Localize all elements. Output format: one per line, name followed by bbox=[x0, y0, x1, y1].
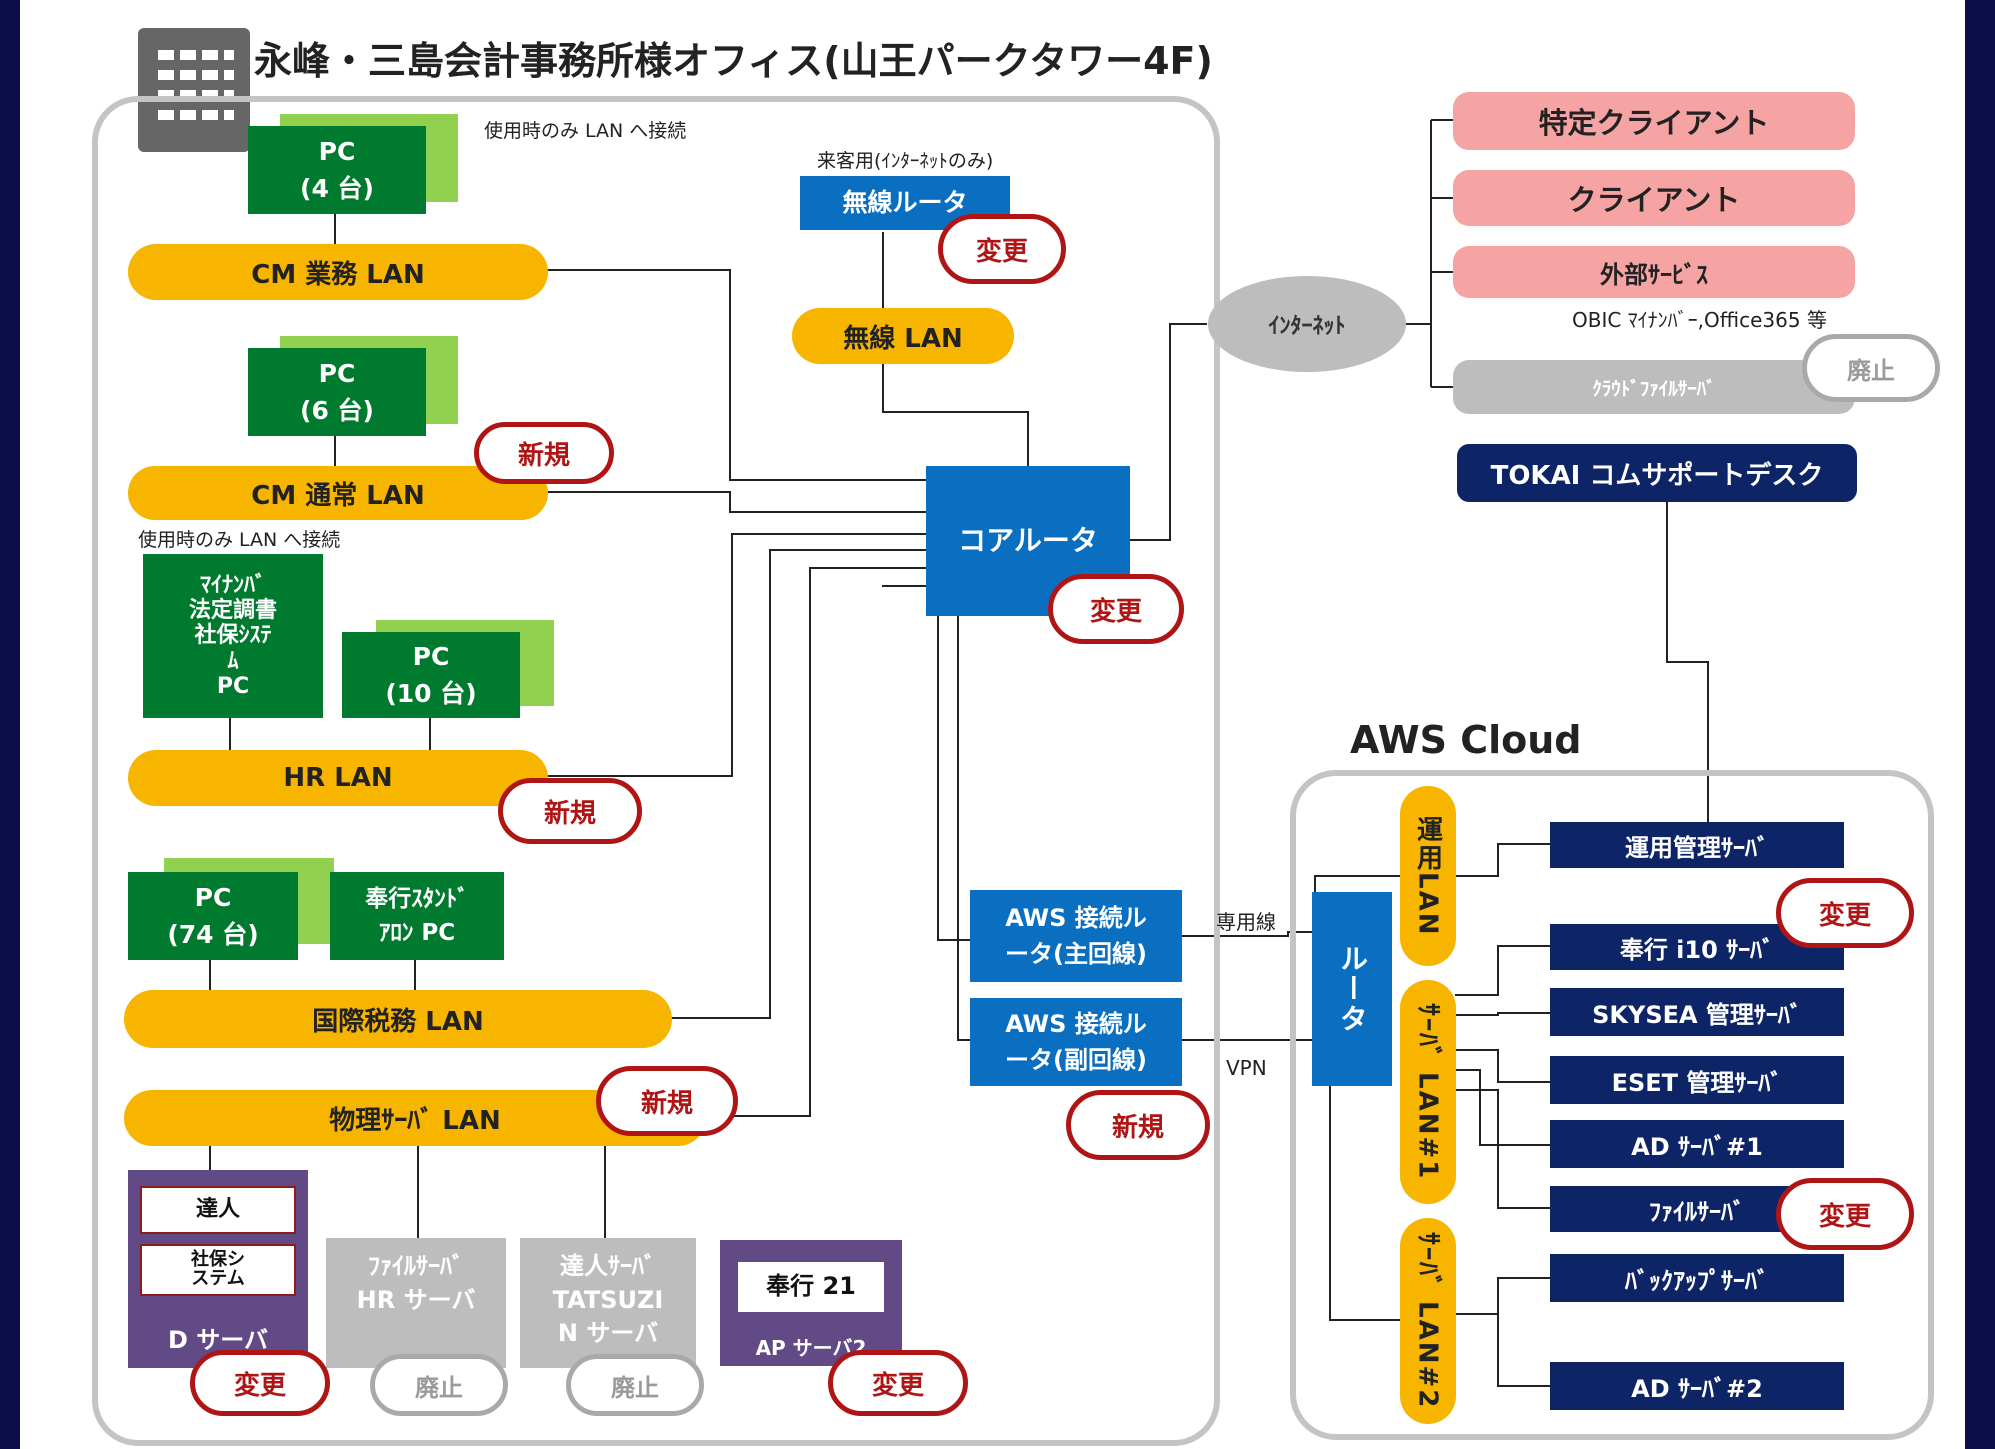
building-icon bbox=[138, 28, 250, 152]
tag-change-d-server: 変更 bbox=[190, 1350, 330, 1416]
wireless-lan: 無線 LAN bbox=[792, 308, 1014, 364]
d-server-item-tatsujin: 達人 bbox=[140, 1186, 296, 1234]
aws-cloud-frame bbox=[1290, 770, 1934, 1440]
tag-new-aws-router: 新規 bbox=[1066, 1090, 1210, 1160]
aws-server-bugyo-i10: 奉行 i10 ｻｰﾊﾞ bbox=[1550, 924, 1844, 970]
tag-abolish-file-hr: 廃止 bbox=[370, 1354, 508, 1416]
aws-cloud-title: AWS Cloud bbox=[1350, 718, 1582, 762]
tag-new-hr-lan: 新規 bbox=[498, 778, 642, 844]
d-server-label: D サーバ bbox=[167, 1326, 269, 1354]
aws-server-lan-2: ｻｰﾊﾞ LAN#2 bbox=[1400, 1218, 1456, 1424]
aws-server-lan-1: ｻｰﾊﾞ LAN#1 bbox=[1400, 980, 1456, 1204]
pc-group-74: PC (74 台) bbox=[128, 872, 298, 960]
mynumber-pc-line3: 社保ｼｽﾃ ﾑ bbox=[194, 623, 272, 674]
aws-router: ルータ bbox=[1312, 892, 1392, 1086]
tag-change-ops-server: 変更 bbox=[1776, 878, 1914, 948]
aws-router-label: ルータ bbox=[1336, 944, 1369, 1034]
intl-tax-lan: 国際税務 LAN bbox=[124, 990, 672, 1048]
aws-server-skysea: SKYSEA 管理ｻｰﾊﾞ bbox=[1550, 988, 1844, 1036]
tag-change-file-server: 変更 bbox=[1776, 1178, 1914, 1250]
client: クライアント bbox=[1453, 170, 1855, 226]
aws-router-primary: AWS 接続ル ータ(主回線) bbox=[970, 890, 1182, 982]
file-server-hr: ﾌｧｲﾙｻｰﾊﾞ HR サーバ bbox=[326, 1238, 506, 1368]
aws-server-ad2: AD ｻｰﾊﾞ#2 bbox=[1550, 1362, 1844, 1410]
pc-group-4: PC (4 台) bbox=[248, 126, 426, 214]
mynumber-pc-line2: 法定調書 bbox=[188, 598, 277, 624]
building-windows bbox=[158, 50, 234, 120]
diagram-canvas: 永峰・三島会計事務所様オフィス(山王パークタワー4F) 使用時のみ LAN へ接… bbox=[20, 0, 1965, 1449]
aws-router-secondary: AWS 接続ル ータ(副回線) bbox=[970, 998, 1182, 1086]
office-frame bbox=[92, 96, 1220, 1446]
d-server: 達人 社保シ ステム D サーバ bbox=[128, 1170, 308, 1368]
tag-change-ap-server: 変更 bbox=[828, 1350, 968, 1416]
external-service: 外部ｻｰﾋﾞｽ bbox=[1453, 246, 1855, 298]
mynumber-pc: ﾏｲﾅﾝﾊﾞ 法定調書 社保ｼｽﾃ ﾑ PC bbox=[143, 554, 323, 718]
pc-group-6: PC (6 台) bbox=[248, 348, 426, 436]
standalone-pc: 奉行ｽﾀﾝﾄﾞ ｱﾛﾝ PC bbox=[330, 872, 504, 960]
page-title: 永峰・三島会計事務所様オフィス(山王パークタワー4F) bbox=[254, 39, 1213, 83]
ap-server: 奉行 21 AP サーバ2 bbox=[720, 1240, 902, 1366]
hr-lan: HR LAN bbox=[128, 750, 548, 806]
aws-server-backup: ﾊﾞｯｸｱｯﾌﾟｻｰﾊﾞ bbox=[1550, 1254, 1844, 1302]
cloud-file-server: ｸﾗｳﾄﾞﾌｧｲﾙｻｰﾊﾞ bbox=[1453, 360, 1855, 414]
tag-new-physical-lan: 新規 bbox=[596, 1066, 738, 1136]
cloud-file-server-label: ｸﾗｳﾄﾞﾌｧｲﾙｻｰﾊﾞ bbox=[1592, 377, 1716, 400]
mynumber-pc-line1: ﾏｲﾅﾝﾊﾞ bbox=[199, 572, 266, 598]
core-router: コアルータ bbox=[926, 466, 1130, 616]
connector-lines bbox=[209, 119, 1709, 1387]
aws-server-eset: ESET 管理ｻｰﾊﾞ bbox=[1550, 1056, 1844, 1104]
link-dedicated: 専用線 bbox=[1216, 910, 1276, 934]
mynumber-pc-line4: PC bbox=[216, 673, 250, 699]
tag-change-core-router: 変更 bbox=[1048, 574, 1184, 644]
aws-server-ops: 運用管理ｻｰﾊﾞ bbox=[1550, 822, 1844, 868]
tatsujin-server: 達人ｻｰﾊﾞ TATSUZI N サーバ bbox=[520, 1238, 696, 1368]
note-guest: 来客用(ｲﾝﾀｰﾈｯﾄのみ) bbox=[817, 150, 994, 172]
tag-change-wireless-router: 変更 bbox=[938, 214, 1066, 284]
tokai-support-desk: TOKAI コムサポートデスク bbox=[1457, 444, 1857, 502]
aws-server-ad1: AD ｻｰﾊﾞ#1 bbox=[1550, 1120, 1844, 1168]
tag-new-cm-normal: 新規 bbox=[474, 422, 614, 484]
cm-business-lan: CM 業務 LAN bbox=[128, 244, 548, 300]
tag-abolish-cloud-file: 廃止 bbox=[1802, 334, 1940, 402]
external-service-note: OBIC ﾏｲﾅﾝﾊﾞｰ,Office365 等 bbox=[1572, 308, 1827, 332]
aws-ops-lan: 運用LAN bbox=[1400, 786, 1456, 966]
cm-normal-lan: CM 通常 LAN bbox=[128, 466, 548, 520]
pc-group-10: PC (10 台) bbox=[342, 632, 520, 718]
note-lan-only-2: 使用時のみ LAN へ接続 bbox=[138, 529, 341, 551]
d-server-item-shaho: 社保シ ステム bbox=[140, 1244, 296, 1296]
specific-client: 特定クライアント bbox=[1453, 92, 1855, 150]
internet-label: ｲﾝﾀｰﾈｯﾄ bbox=[1268, 314, 1346, 339]
ap-server-item: 奉行 21 bbox=[738, 1262, 884, 1312]
link-vpn: VPN bbox=[1226, 1056, 1267, 1080]
internet-cloud: ｲﾝﾀｰﾈｯﾄ bbox=[1208, 276, 1406, 372]
tag-abolish-tatsujin: 廃止 bbox=[566, 1354, 704, 1416]
note-lan-only-1: 使用時のみ LAN へ接続 bbox=[484, 120, 687, 142]
